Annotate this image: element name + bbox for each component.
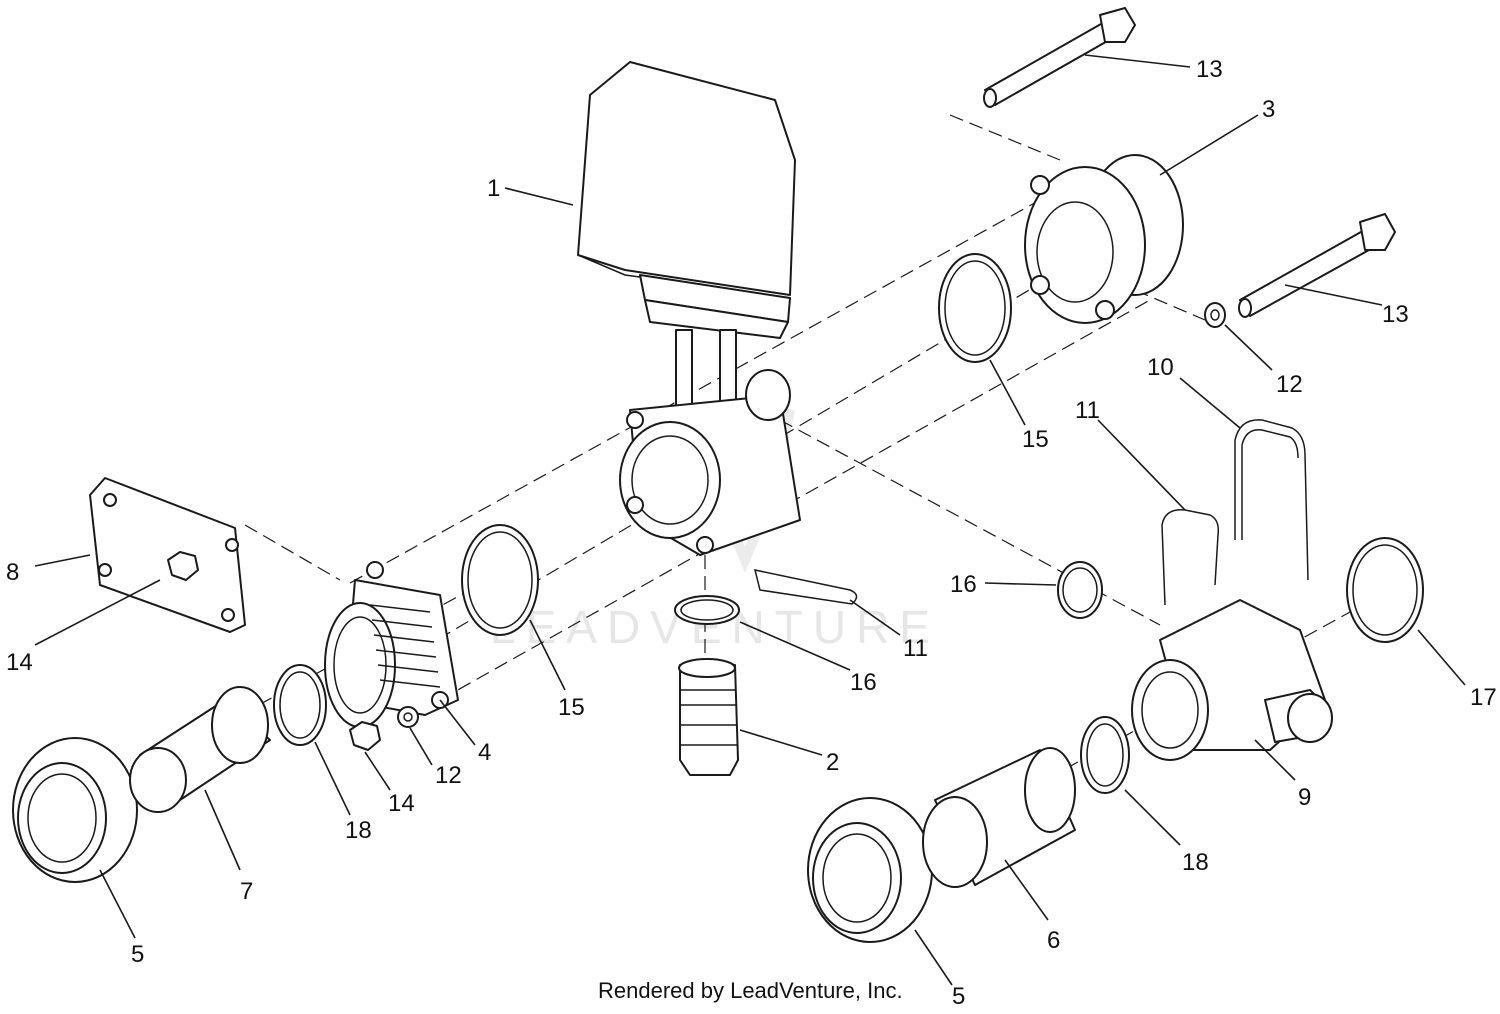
callout-13-right: 13 bbox=[1382, 301, 1409, 328]
o-ring-part-17 bbox=[1346, 537, 1424, 643]
callout-3: 3 bbox=[1262, 96, 1275, 123]
render-credit: Rendered by LeadVenture, Inc. bbox=[598, 978, 903, 1003]
clip-part-11-right bbox=[1161, 509, 1220, 606]
hex-nut-part-14-upper bbox=[167, 551, 199, 581]
callout-numbers: 1 2 3 4 5 5 6 7 8 9 10 11 11 12 12 13 13… bbox=[6, 56, 1497, 1010]
leader-lines bbox=[34, 54, 1466, 986]
washer-part-12-right bbox=[1204, 302, 1226, 328]
callout-7: 7 bbox=[240, 878, 253, 905]
callout-4: 4 bbox=[478, 739, 491, 766]
coupling-part-4 bbox=[324, 561, 459, 728]
washer-part-12-left bbox=[397, 706, 419, 728]
hose-fitting-part-7 bbox=[129, 686, 271, 813]
o-ring-part-15-right bbox=[938, 253, 1012, 363]
callout-12-right: 12 bbox=[1276, 371, 1303, 398]
o-ring-part-18-right bbox=[1080, 716, 1130, 794]
callout-18-left: 18 bbox=[345, 817, 372, 844]
callout-16-right: 16 bbox=[950, 571, 977, 598]
callout-11-center: 11 bbox=[903, 635, 928, 662]
hose-fitting-part-6 bbox=[922, 747, 1076, 888]
callout-14-lower: 14 bbox=[388, 790, 415, 817]
bolt-part-13-right bbox=[1238, 213, 1396, 318]
bracket-part-8 bbox=[89, 477, 246, 633]
callout-17: 17 bbox=[1470, 684, 1497, 711]
bolt-part-13-top bbox=[983, 7, 1136, 108]
callout-12-left: 12 bbox=[435, 762, 462, 789]
flange-part-3 bbox=[1024, 154, 1184, 324]
callout-10: 10 bbox=[1147, 354, 1174, 381]
hose-barb-part-2 bbox=[678, 658, 739, 776]
callout-9: 9 bbox=[1298, 784, 1311, 811]
valve-body bbox=[619, 369, 801, 556]
callout-1: 1 bbox=[487, 175, 500, 202]
callout-13-top: 13 bbox=[1196, 56, 1223, 83]
tee-valve-part-9 bbox=[1131, 599, 1333, 761]
nut-part-5-left bbox=[12, 737, 138, 883]
o-ring-part-15-left bbox=[461, 524, 539, 636]
nut-part-5-right bbox=[807, 797, 933, 943]
o-ring-part-16-center bbox=[674, 595, 740, 625]
clip-part-11-center bbox=[753, 569, 858, 605]
callout-15-left: 15 bbox=[558, 694, 585, 721]
hex-nut-part-14-lower bbox=[349, 721, 381, 751]
callout-2: 2 bbox=[826, 749, 839, 776]
actuator-part-1 bbox=[577, 61, 796, 416]
clip-part-10 bbox=[1234, 419, 1309, 581]
callout-5-left: 5 bbox=[131, 941, 144, 968]
o-ring-part-18-left bbox=[273, 664, 327, 746]
clip-part-10-inner bbox=[1241, 429, 1299, 540]
callout-11-right: 11 bbox=[1075, 397, 1100, 424]
callout-16-center: 16 bbox=[850, 669, 877, 696]
callout-6: 6 bbox=[1047, 927, 1060, 954]
callout-18-right: 18 bbox=[1182, 849, 1209, 876]
callout-14-upper: 14 bbox=[6, 649, 33, 676]
o-ring-part-16-right bbox=[1057, 561, 1103, 619]
callout-8: 8 bbox=[6, 559, 19, 586]
callout-5-right: 5 bbox=[952, 983, 965, 1010]
callout-15-right: 15 bbox=[1022, 426, 1049, 453]
